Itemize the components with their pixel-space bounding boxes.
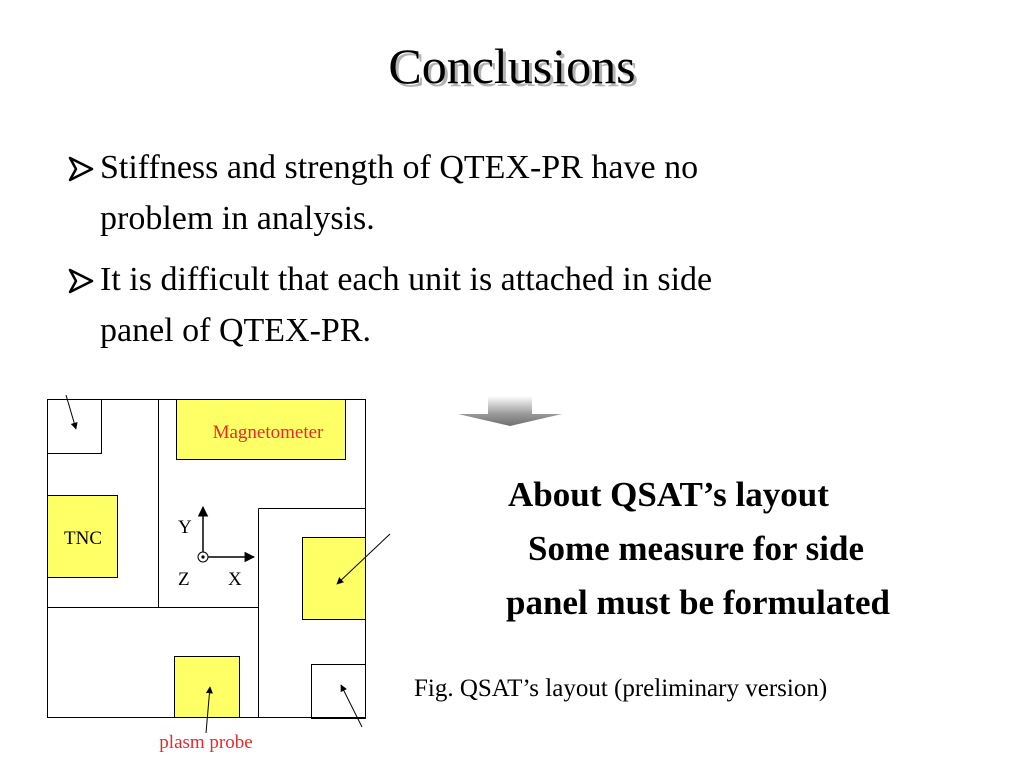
- slide-title: Conclusions: [388, 38, 636, 94]
- bullet-item: It is difficult that each unit is attach…: [64, 254, 964, 356]
- bullet-text-line: panel of QTEX-PR.: [100, 312, 372, 349]
- figure-caption: Fig. QSAT’s layout (preliminary version): [414, 675, 828, 702]
- magnetometer-label: Magnetometer: [213, 422, 324, 443]
- bullet-list: Stiffness and strength of QTEX-PR have n…: [64, 142, 964, 366]
- tnc-label: TNC: [64, 528, 102, 549]
- down-arrow-icon: [458, 396, 562, 426]
- note-line: About QSAT’s layout: [508, 475, 829, 514]
- note-line: Some measure for side: [528, 529, 865, 568]
- axis-z-label: Z: [178, 569, 190, 590]
- pointer-arrows: [65, 394, 391, 734]
- bullet-text-line: problem in analysis.: [100, 200, 375, 237]
- magnetometer-box: [176, 399, 346, 460]
- tnc-box: [47, 495, 118, 578]
- axis-x-label: X: [228, 569, 242, 590]
- qsat-layout-figure: Magnetometer TNC Y Z X plasm probe: [47, 394, 391, 753]
- bullet-text-line: It is difficult that each unit is attach…: [100, 261, 713, 298]
- axis-y-label: Y: [178, 517, 192, 538]
- side-panel-unit-box: [302, 537, 366, 620]
- note-line: panel must be formulated: [506, 583, 891, 622]
- bullet-text-line: Stiffness and strength of QTEX-PR have n…: [100, 149, 699, 186]
- plasma-probe-label: plasm probe: [159, 732, 252, 753]
- plasma-probe-box: [174, 656, 240, 718]
- bullet-item: Stiffness and strength of QTEX-PR have n…: [64, 142, 964, 244]
- axis-indicator: [197, 505, 256, 563]
